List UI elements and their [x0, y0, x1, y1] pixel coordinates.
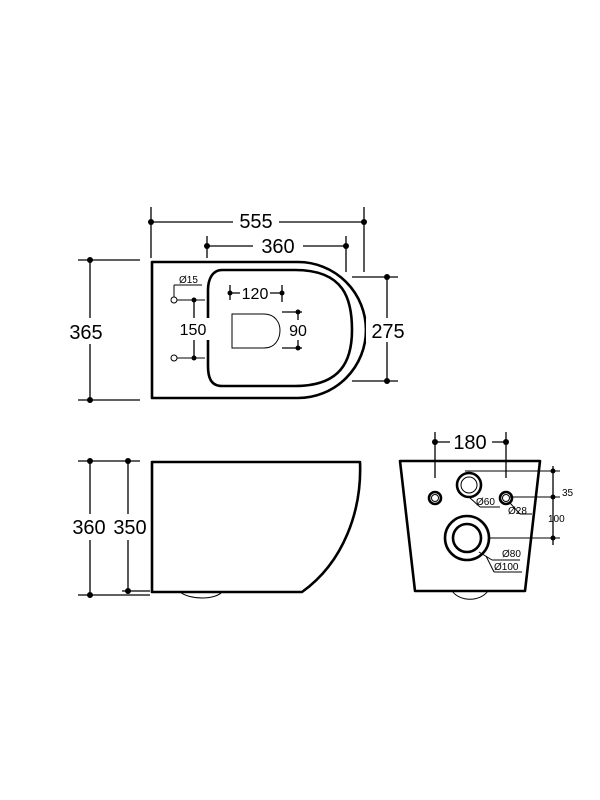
dim-outlet-90: 90 — [282, 309, 310, 351]
outlet-outer-diameter-label: Ø100 — [494, 562, 519, 573]
top-view-outlet-shape — [231, 313, 281, 349]
dim-inner-360: 360 — [204, 234, 349, 272]
top-view-seat-outline — [206, 268, 354, 388]
dim-width-label: 555 — [239, 211, 272, 233]
inlet-hole-inner — [460, 476, 478, 494]
dim-inner-label: 360 — [261, 236, 294, 258]
rear-view-body-outline — [398, 459, 542, 593]
top-view-body-outline — [150, 260, 368, 400]
fixing-diameter-label: Ø15 — [179, 275, 198, 286]
dim-outlet-offset-label: 100 — [548, 514, 565, 525]
dim-rear-fixing-label: 180 — [453, 432, 486, 454]
rear-view-outlet-bottom — [451, 590, 489, 600]
dim-width-555: 555 — [148, 207, 367, 272]
dim-inlet-label: 120 — [242, 286, 269, 303]
dim-total-height-360: 360 — [66, 458, 150, 598]
side-view: 360 350 — [66, 458, 362, 599]
dim-rear-fixing-180: 180 — [432, 430, 509, 478]
fixing-holes-top: Ø15 150 — [170, 275, 210, 362]
dim-depth-label: 275 — [371, 321, 404, 343]
top-view: 555 360 365 — [60, 207, 410, 403]
dim-height-365: 365 — [60, 257, 140, 403]
dim-outlet-label: 90 — [289, 323, 307, 340]
dim-inlet-120: 120 — [227, 284, 285, 303]
rear-view: 180 35 100 Ø60 Ø28 Ø80 Ø100 — [398, 430, 574, 600]
dim-body-height-350: 350 — [110, 458, 150, 594]
fixing-hole-upper — [170, 296, 178, 304]
dim-total-height-label: 360 — [72, 517, 105, 539]
fixing-hole-diameter-label: Ø28 — [508, 506, 527, 517]
side-view-body-outline — [150, 460, 362, 594]
dim-body-height-label: 350 — [113, 517, 146, 539]
side-view-outlet — [179, 591, 223, 599]
outlet-inner-diameter-label: Ø80 — [502, 549, 521, 560]
fixing-hole-right — [498, 490, 514, 506]
inlet-diameter-label: Ø60 — [476, 497, 495, 508]
dim-height-label: 365 — [69, 322, 102, 344]
fixing-hole-left — [427, 490, 443, 506]
dim-fixing-spacing-label: 150 — [180, 322, 207, 339]
dim-depth-275: 275 — [352, 274, 410, 384]
fixing-hole-lower — [170, 354, 178, 362]
outlet-outer-ring — [443, 514, 491, 562]
dim-upper-offset-label: 35 — [562, 488, 574, 499]
outlet-inner-ring — [451, 522, 483, 554]
